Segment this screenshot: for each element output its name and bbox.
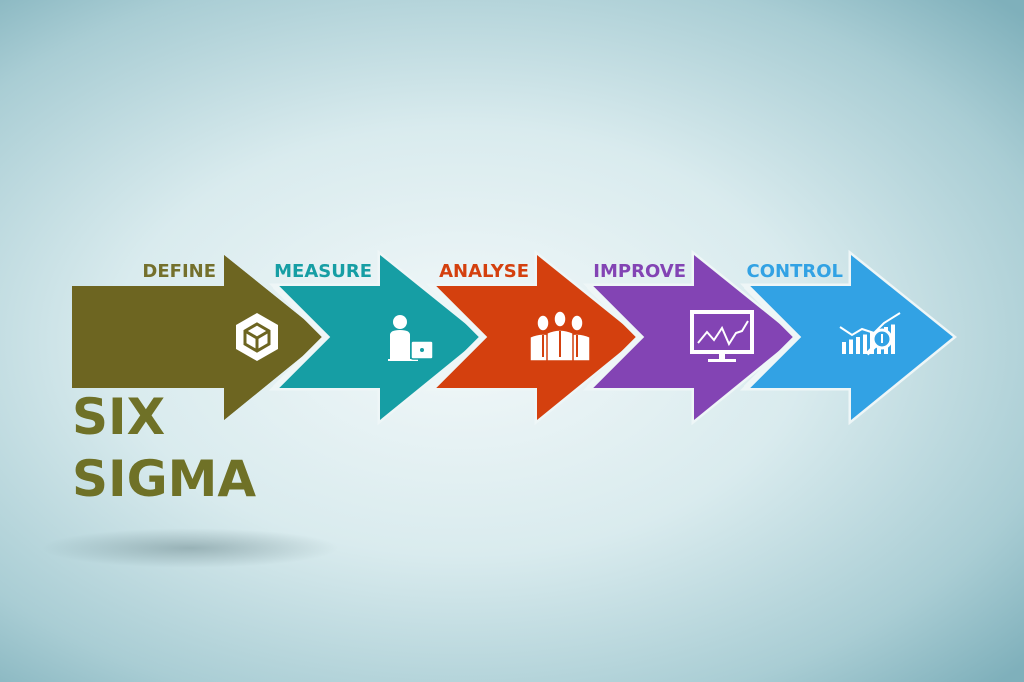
person-laptop-icon	[388, 315, 434, 361]
step-label: IMPROVE	[593, 261, 686, 282]
title-six: SIX	[72, 388, 166, 446]
arrow-fill	[746, 255, 953, 420]
chart-magnifier-icon	[839, 312, 901, 356]
step-analyse: ANALYSE	[425, 249, 643, 426]
arrow-fill	[72, 255, 326, 420]
step-label: MEASURE	[274, 261, 372, 282]
step-improve: IMPROVE	[582, 249, 800, 426]
step-define: DEFINE	[72, 255, 326, 420]
step-label: DEFINE	[142, 261, 216, 282]
title-sigma: SIGMA	[72, 450, 257, 508]
monitor-chart-icon	[690, 310, 754, 362]
step-control: CONTROL	[739, 249, 957, 426]
arrow-gap	[429, 283, 488, 391]
step-measure: MEASURE	[268, 249, 486, 426]
arrow-gap	[743, 283, 802, 391]
step-label: CONTROL	[747, 261, 844, 282]
arrow-fill	[275, 255, 482, 420]
arrow-gap	[586, 283, 645, 391]
arrow-gap	[272, 283, 331, 391]
step-label: ANALYSE	[439, 261, 529, 282]
title-shadow	[40, 528, 340, 568]
cube-icon	[236, 313, 278, 361]
team-icon	[529, 310, 591, 362]
